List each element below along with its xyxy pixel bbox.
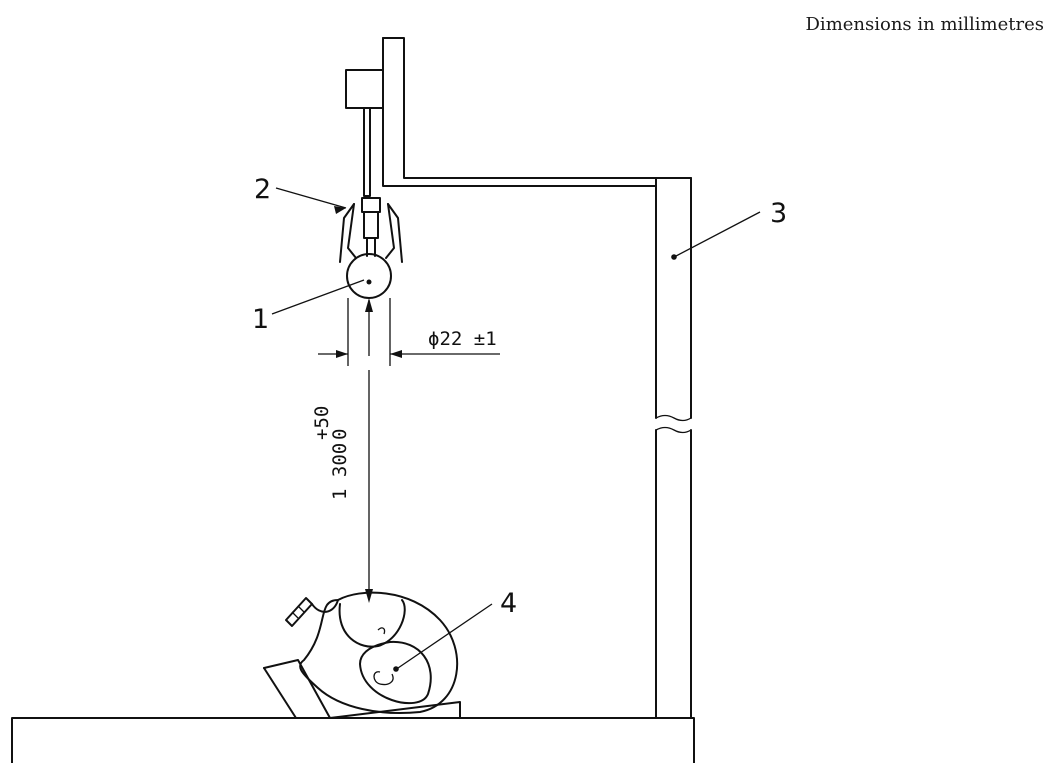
base-plate xyxy=(11,717,695,763)
support-column xyxy=(655,177,692,719)
release-rod xyxy=(363,107,371,197)
tolerance-lower: 0 xyxy=(329,429,351,440)
callout-2: 2 xyxy=(254,174,271,205)
callout-3: 3 xyxy=(770,198,787,229)
ball-center-dot xyxy=(366,279,372,285)
support-arm xyxy=(382,37,692,187)
callout-1: 1 xyxy=(252,304,269,335)
headform xyxy=(263,591,461,719)
tolerance-upper: +50 xyxy=(311,406,333,440)
dimensions-note: Dimensions in millimetres xyxy=(805,14,1045,35)
ball-holder xyxy=(339,197,403,263)
height-dimension xyxy=(365,298,373,603)
diameter-label: ϕ22 ±1 xyxy=(428,328,497,350)
height-label: 1 300 xyxy=(329,443,351,500)
leader-lines xyxy=(271,187,761,672)
callout-4: 4 xyxy=(500,588,517,619)
impactor-ball xyxy=(346,253,392,299)
release-box xyxy=(345,69,384,109)
diameter-dimension xyxy=(318,298,500,366)
